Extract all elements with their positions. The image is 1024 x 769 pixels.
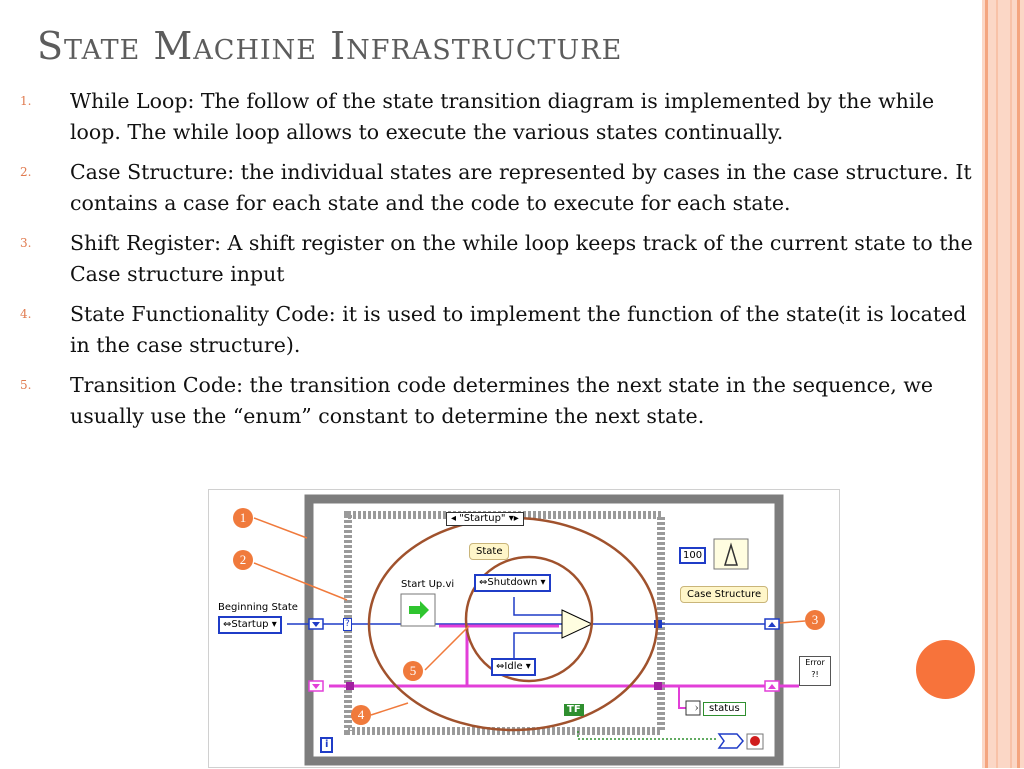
item-number: 5.: [20, 378, 32, 392]
state-machine-diagram: ◂ "Startup" ▾▸ State Case Structure Star…: [208, 489, 840, 768]
case-tunnel: [654, 682, 662, 690]
list-item: 1. While Loop: The follow of the state tr…: [20, 86, 982, 148]
stripe: [1017, 0, 1020, 768]
stripe: [985, 0, 988, 768]
constant-100: 100: [679, 547, 707, 564]
list-item: 4. State Functionality Code: it is used t…: [20, 299, 982, 361]
transition-ellipse: [464, 555, 594, 683]
callout-5: 5: [403, 661, 423, 681]
idle-wire: [513, 632, 564, 665]
status-wire: [678, 686, 687, 709]
case-selector[interactable]: ◂ "Startup" ▾▸: [446, 512, 524, 526]
idle-enum-constant[interactable]: ⇔Idle ▾: [491, 658, 536, 676]
tf-constant: TF: [564, 704, 584, 716]
callout-arrow: [253, 562, 348, 601]
beginning-state-value: Startup: [231, 619, 269, 630]
case-selector-terminal: ?: [343, 618, 352, 631]
callout-arrow: [253, 517, 308, 539]
shutdown-enum-constant[interactable]: ⇔Shutdown ▾: [474, 574, 551, 592]
item-number: 1.: [20, 94, 32, 108]
stripe: [996, 0, 998, 768]
callout-arrow: [424, 625, 470, 671]
diagram-graphics: [253, 494, 806, 766]
state-tag: State: [469, 543, 510, 560]
idle-value: Idle: [504, 661, 523, 672]
callout-3: 3: [805, 610, 825, 630]
iteration-terminal: i: [320, 737, 334, 753]
or-function: [717, 733, 744, 749]
case-tunnel: [346, 682, 354, 690]
shutdown-wire: [513, 597, 564, 616]
bool-wire: [577, 731, 718, 740]
item-text: Shift Register: A shift register on the …: [70, 231, 973, 286]
decorative-circle: [916, 640, 975, 699]
item-text: While Loop: The follow of the state tran…: [70, 89, 935, 144]
callout-4: 4: [351, 705, 371, 725]
case-selector-label: "Startup": [459, 513, 506, 524]
error-handler-icon: Error?!: [799, 656, 831, 686]
item-text: State Functionality Code: it is used to …: [70, 302, 967, 357]
list-item: 2. Case Structure: the individual states …: [20, 157, 982, 219]
stripe: [1010, 0, 1012, 768]
slide-title: State Machine Infrastructure: [37, 24, 623, 68]
unbundle-icon: [685, 700, 701, 716]
beginning-state-label: Beginning State: [218, 602, 298, 613]
callout-arrow: [779, 620, 806, 624]
list-item: 5. Transition Code: the transition code d…: [20, 370, 982, 432]
shutdown-value: Shutdown: [487, 577, 538, 588]
bullet-list: 1. While Loop: The follow of the state tr…: [20, 86, 982, 441]
beginning-state-enum[interactable]: ⇔Startup ▾: [218, 616, 282, 634]
while-loop-frame: [304, 494, 784, 766]
callout-2: 2: [233, 550, 253, 570]
case-structure-tag: Case Structure: [680, 586, 769, 603]
subvi-label: Start Up.vi: [401, 579, 455, 590]
item-text: Case Structure: the individual states ar…: [70, 160, 972, 215]
callout-arrow: [370, 702, 409, 716]
select-function: [561, 609, 594, 639]
item-number: 3.: [20, 236, 32, 250]
item-number: 2.: [20, 165, 32, 179]
error-label: Error: [805, 658, 825, 667]
list-item: 3. Shift Register: A shift register on th…: [20, 228, 982, 290]
callout-1: 1: [233, 508, 253, 528]
item-number: 4.: [20, 307, 32, 321]
status-label: status: [703, 702, 746, 716]
item-text: Transition Code: the transition code det…: [70, 373, 934, 428]
